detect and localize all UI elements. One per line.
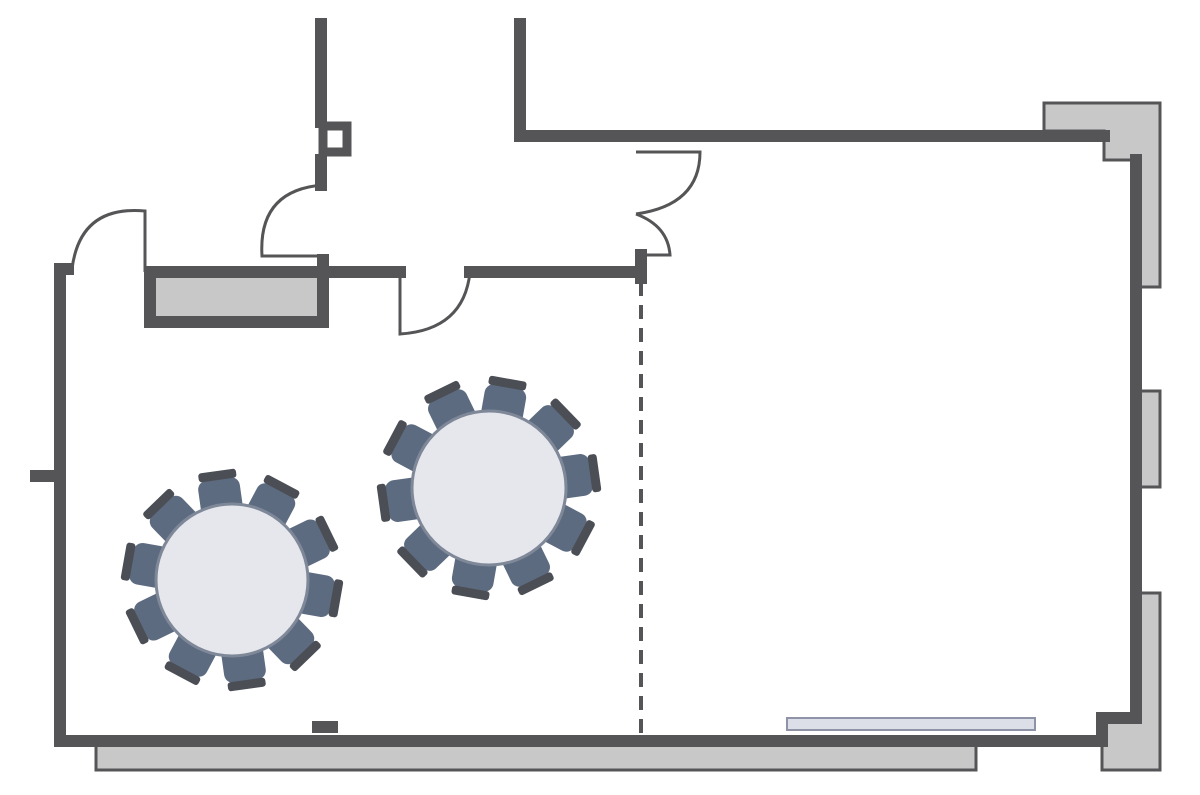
wall-right xyxy=(1096,154,1142,747)
round-table-right[interactable] xyxy=(376,375,602,601)
door-corridor xyxy=(260,183,324,258)
round-table-left[interactable] xyxy=(120,468,344,692)
table-top xyxy=(410,409,568,567)
table-top xyxy=(154,502,310,658)
door-top-left xyxy=(70,208,147,272)
door-double-right-lower xyxy=(635,212,672,257)
door-room-entry xyxy=(398,271,472,336)
counter-block xyxy=(148,274,325,322)
counter-frame xyxy=(144,254,329,328)
walls xyxy=(30,18,1142,747)
window-strip xyxy=(786,717,1036,731)
doors xyxy=(70,150,702,336)
door-double-right-upper xyxy=(635,150,702,216)
right-pier-middle xyxy=(1138,389,1162,489)
pillar-square xyxy=(318,121,352,157)
